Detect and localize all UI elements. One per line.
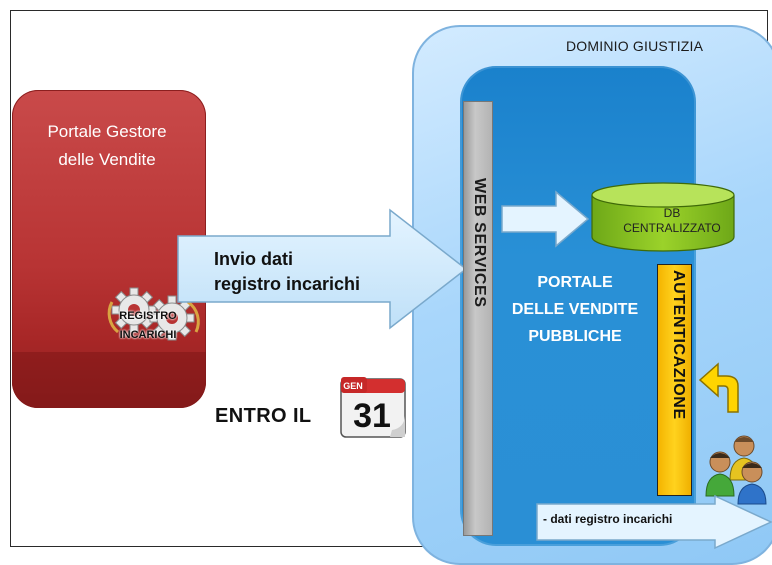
main-arrow-line1: Invio dati [214,249,294,269]
registro-line2: INCARICHI [119,329,177,341]
web-services-label: WEB SERVICES [471,178,488,308]
calendar-month: GEN [343,381,363,391]
calendar-icon [340,377,406,438]
database-icon [591,182,735,252]
portal-line2: DELLE VENDITE [511,301,639,318]
gear-icon [107,287,200,341]
autenticazione-bar [657,264,692,496]
calendar-day: 31 [353,397,391,435]
main-arrow-line2: registro incarichi [214,274,361,294]
domain-title: DOMINIO GIUSTIZIA [566,38,704,54]
portal-line3: PUBBLICHE [528,328,622,345]
portale-gestore-base [12,352,206,408]
main-data-arrow [177,208,468,330]
portale-gestore-title-line1: Portale Gestore [47,122,167,141]
db-label: DB CENTRALIZZATO [612,206,732,236]
registro-incarichi-label: REGISTRO INCARICHI [108,307,188,345]
bottom-data-arrow [536,494,772,550]
deadline-label: ENTRO IL [215,405,312,427]
bottom-arrow-label: - dati registro incarichi [543,512,673,526]
db-line2: CENTRALIZZATO [623,221,721,235]
portale-gestore-title: Portale Gestore delle Vendite [22,118,192,174]
portale-gestore-title-line2: delle Vendite [58,150,156,169]
curved-arrow-icon [698,362,739,413]
web-services-bar [463,101,493,536]
main-arrow-label: Invio dati registro incarichi [214,247,360,297]
portal-vendite-box [460,66,696,546]
db-arrow [501,190,590,248]
portale-gestore-box [12,90,206,408]
db-line1: DB [663,206,681,220]
portale-vendite-label: PORTALE DELLE VENDITE PUBBLICHE [492,269,658,350]
registro-line1: REGISTRO [119,310,177,322]
portal-line1: PORTALE [537,274,613,291]
autenticazione-label: AUTENTICAZIONE [670,270,687,420]
users-icon [705,435,767,505]
